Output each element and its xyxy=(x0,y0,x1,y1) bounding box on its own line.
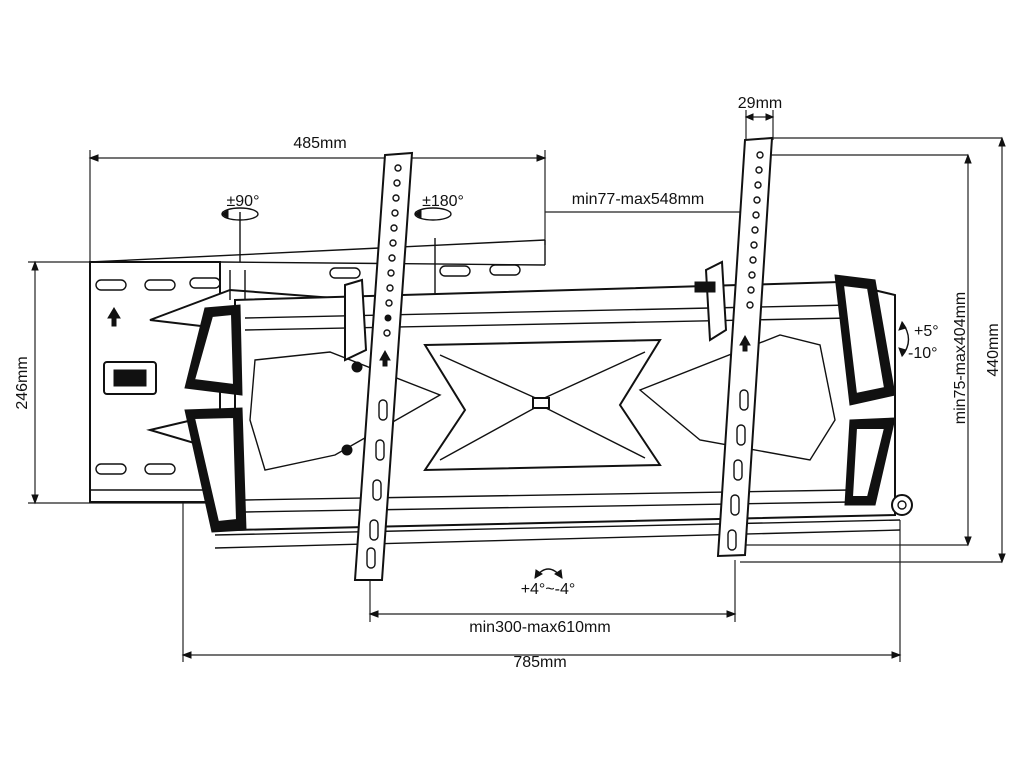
up-arrow-icon xyxy=(107,307,121,327)
dimension-785-total xyxy=(181,450,902,662)
dimension-29-gap xyxy=(744,110,775,140)
vesa-vertical-label: min75-max404mm xyxy=(952,292,969,424)
arm-extension-label: min77-max548mm xyxy=(572,191,704,208)
height-440-label: 440mm xyxy=(985,323,1002,376)
gap-29-label: 29mm xyxy=(738,95,782,112)
rotate-rotation-icon xyxy=(414,207,452,221)
wall-plate-slots xyxy=(95,264,521,475)
right-bracket-holes xyxy=(727,151,764,551)
width-485-label: 485mm xyxy=(293,135,346,152)
tilt-rotation-icon xyxy=(898,320,910,358)
swivel-rotation-icon xyxy=(221,207,259,262)
right-end-cap xyxy=(834,274,896,506)
dimension-440-height xyxy=(740,136,1006,564)
left-bracket-holes xyxy=(366,164,402,569)
height-246-label: 246mm xyxy=(14,356,31,409)
tilt-down-label: -10° xyxy=(908,345,938,362)
dimension-485-width xyxy=(88,150,547,265)
left-vesa-bracket xyxy=(341,151,414,581)
left-end-cap xyxy=(184,304,247,533)
right-up-arrow-icon xyxy=(739,334,751,352)
dimension-vesa-vertical xyxy=(745,153,972,547)
level-rotation-icon xyxy=(534,568,563,579)
tilt-up-label: +5° xyxy=(914,323,939,340)
level-label: +4°~-4° xyxy=(521,581,576,598)
left-up-arrow-icon xyxy=(379,349,391,367)
total-785-label: 785mm xyxy=(513,654,566,671)
right-vesa-bracket xyxy=(694,136,774,558)
rotate-label: ±180° xyxy=(422,193,464,210)
vesa-horizontal-label: min300-max610mm xyxy=(469,619,610,636)
tv-crossbar-frame xyxy=(214,280,913,549)
dimension-vesa-horizontal xyxy=(368,560,737,622)
swivel-label: ±90° xyxy=(227,193,260,210)
